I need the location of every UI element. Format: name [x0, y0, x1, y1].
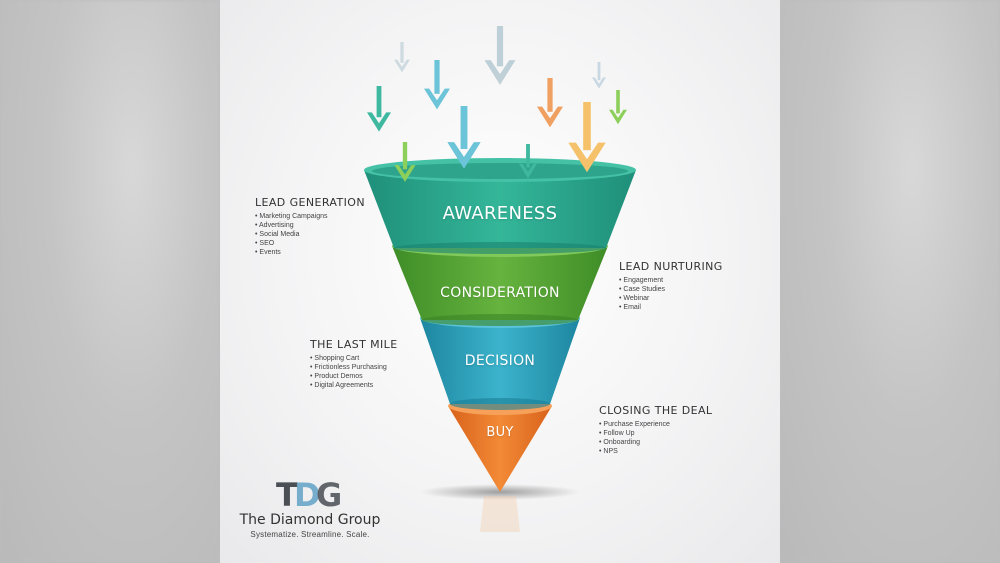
list-item: Follow Up: [599, 429, 712, 438]
stage-awareness: [364, 158, 636, 254]
note-title: LEAD GENERATION: [255, 196, 365, 209]
arrow-down-icon: [537, 78, 563, 128]
note-title: THE LAST MILE: [310, 338, 398, 351]
list-item: Events: [255, 248, 365, 257]
list-item: Product Demos: [310, 372, 398, 381]
arrow-down-icon: [367, 86, 391, 132]
stage-label-decision: DECISION: [464, 353, 536, 369]
funnel-reflection: [480, 496, 520, 532]
stage-label-buy: BUY: [486, 425, 514, 440]
arrow-down-icon: [424, 60, 450, 110]
list-item: Digital Agreements: [310, 381, 398, 390]
svg-text:D: D: [294, 476, 319, 514]
list-item: SEO: [255, 239, 365, 248]
note-lead-generation: LEAD GENERATION Marketing Campaigns Adve…: [255, 196, 365, 257]
note-title: LEAD NURTURING: [619, 260, 723, 273]
funnel-graphic: T D G: [276, 26, 636, 532]
stage-label-consideration: CONSIDERATION: [440, 285, 560, 301]
tdg-logo-icon: T D G: [276, 476, 342, 514]
right-blur-panel: [778, 0, 1000, 563]
list-item: Engagement: [619, 276, 723, 285]
list-item: Shopping Cart: [310, 354, 398, 363]
note-last-mile: THE LAST MILE Shopping Cart Frictionless…: [310, 338, 398, 390]
list-item: Webinar: [619, 294, 723, 303]
arrow-down-icon: [484, 26, 516, 85]
list-item: Frictionless Purchasing: [310, 363, 398, 372]
note-title: CLOSING THE DEAL: [599, 404, 713, 417]
brand-block: The Diamond Group Systematize. Streamlin…: [220, 510, 400, 539]
arrow-down-icon: [394, 42, 410, 73]
list-item: Advertising: [255, 221, 365, 230]
funnel-infographic: T D G AWARENESS CONSIDERATION DECISION B…: [220, 0, 780, 563]
note-closing-the-deal: CLOSING THE DEAL Purchase Experience Fol…: [599, 404, 712, 456]
list-item: Social Media: [255, 230, 365, 239]
list-item: Case Studies: [619, 285, 723, 294]
note-lead-nurturing: LEAD NURTURING Engagement Case Studies W…: [619, 260, 723, 312]
arrow-down-icon: [592, 62, 606, 89]
list-item: Email: [619, 303, 723, 312]
svg-text:G: G: [316, 476, 342, 514]
stage-label-awareness: AWARENESS: [442, 203, 558, 224]
list-item: Purchase Experience: [599, 420, 712, 429]
left-blur-panel: [0, 0, 220, 563]
arrow-down-icon: [609, 90, 627, 125]
stage-buy: [448, 397, 552, 492]
list-item: Onboarding: [599, 438, 712, 447]
list-item: NPS: [599, 447, 712, 456]
brand-name: The Diamond Group: [239, 512, 381, 528]
list-item: Marketing Campaigns: [255, 212, 365, 221]
brand-tagline: Systematize. Streamline. Scale.: [250, 530, 370, 539]
